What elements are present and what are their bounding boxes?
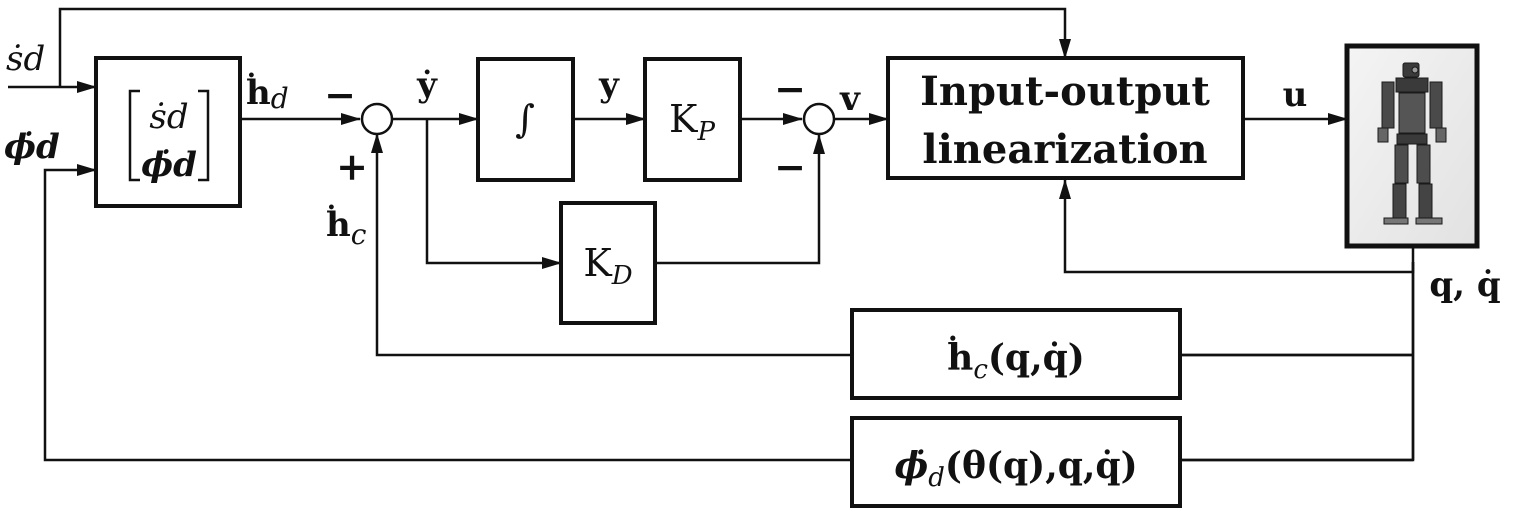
robot-right-hand (1435, 127, 1447, 143)
robot-left-foot (1383, 217, 1409, 225)
y-label: y (598, 65, 620, 105)
vector-block (94, 56, 242, 208)
robot-left-shin (1392, 183, 1407, 219)
linearization-line2: linearization (922, 126, 1207, 173)
robot-right-thigh (1416, 144, 1431, 184)
robot-right-shin (1418, 183, 1433, 219)
robot-left-thigh (1394, 144, 1409, 184)
vector-row1: ṡd (149, 97, 188, 137)
robot-shoulders (1395, 77, 1429, 93)
linearization-line1: Input-output (920, 68, 1210, 115)
sum1-plus-sign: + (336, 144, 368, 189)
robot-eye (1411, 66, 1419, 74)
input-sd-label: ṡd (6, 39, 45, 79)
robot-figure (1377, 62, 1447, 225)
robot-left-hand (1377, 127, 1389, 143)
u-label: u (1283, 75, 1308, 115)
hc-label: ḣc (326, 204, 367, 251)
arrow-phi-feedback (43, 164, 1415, 462)
kp-block (643, 57, 742, 182)
robot-hip (1396, 133, 1428, 145)
integrator-symbol: ∫ (515, 97, 535, 141)
input-phi-label: ϕ̇d (4, 127, 60, 167)
hd-label: ḣd (246, 72, 289, 115)
kd-block (559, 201, 657, 325)
linearization-block (886, 56, 1245, 180)
q-qdot-label: q, q̇ (1429, 265, 1500, 305)
integrator-block (476, 57, 575, 182)
hc-function-block (850, 308, 1182, 400)
right-bracket (198, 89, 210, 182)
vector-row2: ϕ̇d (141, 145, 197, 185)
kd-label: KD (583, 241, 632, 291)
sum1-minus-sign: − (324, 72, 356, 117)
robot-left-arm (1381, 81, 1395, 129)
robot-right-foot (1415, 217, 1443, 225)
phi-function-block (850, 416, 1182, 508)
arrow-kd-out (655, 134, 825, 265)
left-bracket (128, 89, 140, 182)
robot-right-arm (1429, 81, 1443, 129)
arrow-ydot-kd (425, 119, 562, 269)
robot-torso (1398, 92, 1426, 134)
phi-function-label: ϕ̇d(θ(q),q,q̇) (894, 445, 1137, 493)
ydot-label: ẏ (416, 65, 438, 105)
hc-function-label: ḣc(q,q̇) (947, 336, 1085, 385)
arrow-sd-feedforward (58, 7, 1071, 87)
kp-label: KP (669, 97, 715, 147)
v-label: v (839, 79, 861, 119)
sum2-minus-bottom-sign: − (774, 144, 806, 189)
summing-junction-2 (802, 102, 836, 136)
summing-junction-1 (360, 102, 394, 136)
sum2-minus-top-sign: − (774, 66, 806, 111)
